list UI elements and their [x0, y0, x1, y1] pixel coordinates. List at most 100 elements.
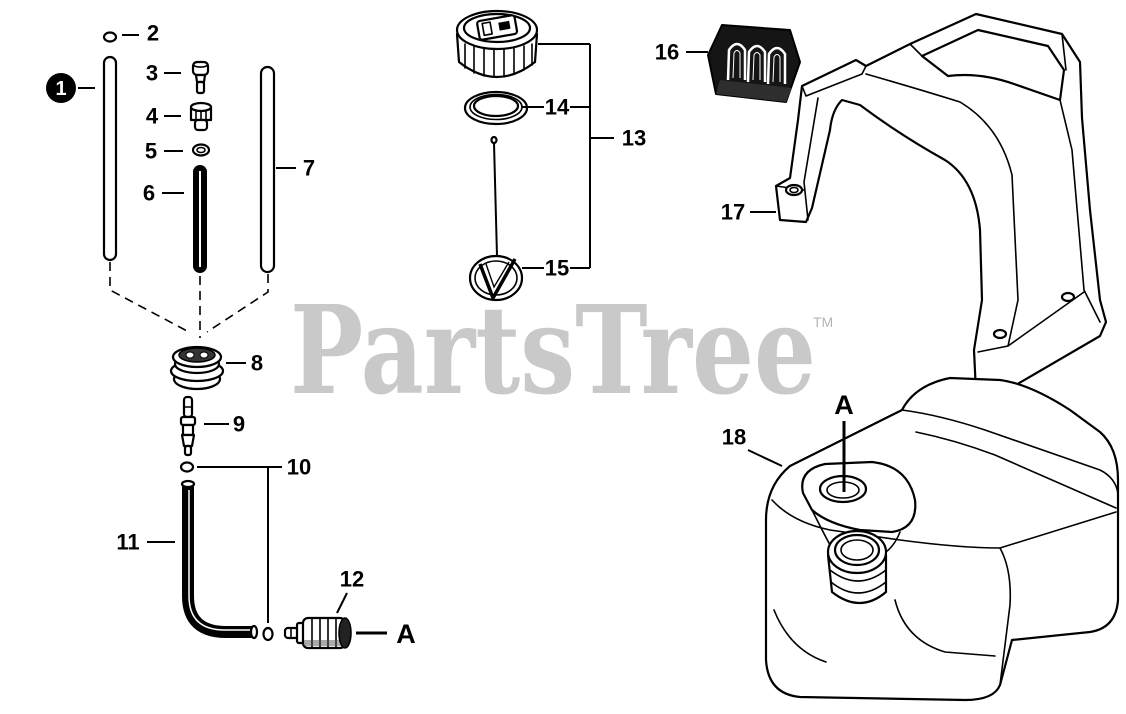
callout-17[interactable]: 17 [721, 200, 776, 225]
callout-10[interactable]: 10 [197, 455, 311, 624]
callout-5-label[interactable]: 5 [145, 139, 157, 164]
fitting-tip [183, 444, 193, 457]
callout-15[interactable]: 15 [522, 256, 590, 281]
connection-label-right: A [834, 390, 854, 420]
fitting-top [189, 101, 213, 113]
callout-9-label[interactable]: 9 [233, 412, 245, 437]
leader-line-12 [336, 592, 348, 614]
callout-10-label[interactable]: 10 [287, 455, 311, 480]
bracket-mount-hole [992, 328, 1008, 340]
fitting-base [193, 118, 209, 132]
callout-13[interactable]: 13 [538, 43, 646, 268]
tank-neck-slope [885, 531, 901, 553]
connection-mark-a-right: A [834, 390, 854, 492]
cushion-slot [766, 46, 787, 85]
callout-7-label[interactable]: 7 [303, 156, 315, 181]
ring-body [102, 31, 118, 43]
part-6-rod [193, 165, 207, 273]
tank-neck-slope [811, 509, 831, 546]
ring-outer [191, 143, 211, 157]
cushion-slot-inner [772, 54, 781, 83]
part-13-cap [455, 9, 539, 79]
part-9-fitting [179, 395, 197, 457]
part-7-tube [259, 65, 276, 274]
callout-14-label[interactable]: 14 [545, 95, 570, 120]
callout-9[interactable]: 9 [204, 412, 245, 437]
cushion-slot [746, 44, 767, 83]
callout-7[interactable]: 7 [276, 156, 315, 181]
tether-strap [493, 142, 498, 257]
tag-v-mark [478, 258, 517, 300]
callout-4-label[interactable]: 4 [146, 104, 159, 129]
callout-14[interactable]: 14 [522, 95, 590, 120]
callout-18[interactable]: 18 [722, 425, 783, 467]
ring-inner [196, 146, 206, 154]
callout-8[interactable]: 8 [226, 351, 263, 376]
ring-upper [179, 461, 195, 473]
callout-3[interactable]: 3 [146, 61, 181, 86]
watermark: PartsTree TM [290, 278, 833, 422]
callout-5[interactable]: 5 [145, 139, 183, 164]
callout-12[interactable]: 12 [336, 567, 364, 614]
callout-8-label[interactable]: 8 [251, 351, 263, 376]
callout-13-label[interactable]: 13 [622, 126, 646, 151]
tank-upper-housing-edge [901, 409, 1119, 495]
fuel-pump-icon [481, 21, 493, 37]
callout-1-badge [46, 73, 76, 103]
bracket-silhouette [774, 12, 1108, 402]
tank-lower-bevel [894, 599, 996, 657]
cushion-slot-inner [732, 50, 741, 79]
leader-line-18 [747, 449, 783, 467]
callout-11[interactable]: 11 [116, 530, 175, 555]
cap-label-panel [476, 14, 519, 41]
bracket-mount-hole [1060, 291, 1076, 303]
callout-17-label[interactable]: 17 [721, 200, 745, 225]
callout-3-label[interactable]: 3 [146, 61, 158, 86]
part-2-ring [102, 31, 118, 43]
part-10-rings [179, 461, 274, 642]
bracket-right-leg-edge [1059, 99, 1101, 323]
callout-16[interactable]: 16 [655, 40, 708, 65]
callout-15-label[interactable]: 15 [545, 256, 569, 281]
callout-12-label[interactable]: 12 [340, 567, 364, 592]
callout-4[interactable]: 4 [146, 104, 181, 129]
callout-1-label[interactable]: 1 [55, 78, 66, 100]
part-15-tether [468, 135, 524, 302]
part-16-cushion [707, 24, 801, 103]
callout-6-label[interactable]: 6 [143, 181, 155, 206]
callout-11-label[interactable]: 11 [116, 530, 139, 555]
tank-neck-opening-inner [840, 539, 874, 561]
hose-body [182, 486, 253, 638]
tank-seam-band [915, 431, 1117, 509]
connection-mark-a-left: A [356, 619, 416, 649]
callout-1[interactable]: 1 [46, 73, 95, 103]
cushion-slot-inner [752, 52, 761, 81]
dashed-line-tube-7 [206, 274, 269, 333]
connection-label-left: A [396, 619, 416, 649]
callout-16-label[interactable]: 16 [655, 40, 679, 65]
fitting-mid-stem [181, 423, 195, 437]
tank-neck-thread [830, 581, 887, 594]
bracket-handle-edge [909, 43, 923, 57]
callout-6[interactable]: 6 [143, 181, 184, 206]
fitting-cap-top [192, 61, 209, 68]
part-12-filter [283, 616, 352, 650]
part-4-fitting [189, 101, 213, 132]
callout-2[interactable]: 2 [122, 21, 159, 46]
part-1-tube [102, 55, 118, 262]
part-5-ring [191, 143, 211, 157]
bracket-right-edge [1061, 33, 1067, 71]
part-8-grommet [169, 345, 225, 391]
part-11-hose [180, 479, 259, 640]
callout-2-label[interactable]: 2 [147, 21, 159, 46]
watermark-logo-text: PartsTree [290, 278, 816, 422]
tank-silhouette [764, 376, 1120, 702]
filter-end-cap [338, 617, 352, 649]
bracket-arch-edge [865, 73, 1019, 347]
part-14-gasket [463, 90, 529, 126]
grommet-hole [185, 351, 195, 359]
gasket-inner [472, 94, 520, 118]
callout-18-label[interactable]: 18 [722, 425, 746, 450]
fitting-cap [191, 60, 210, 77]
tank-lower-bevel-left [773, 609, 827, 663]
